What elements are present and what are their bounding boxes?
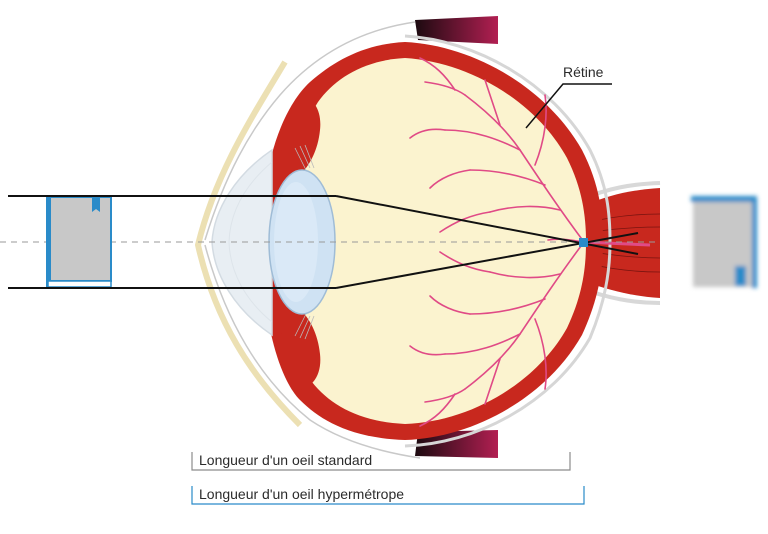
focal-point <box>579 238 588 247</box>
book-object-icon <box>46 196 112 288</box>
zonule-fibers <box>294 144 315 340</box>
eyelid-skin <box>194 60 303 428</box>
upper-eyelash <box>415 16 498 44</box>
length-standard-bracket <box>191 452 571 471</box>
ciliary-body-lower <box>264 277 321 390</box>
vitreous-body <box>300 58 586 424</box>
retina-leader-line <box>525 83 612 129</box>
ciliary-body-upper <box>264 95 321 207</box>
retina-label: Rétine <box>563 64 604 80</box>
length-hyperopic-bracket <box>191 486 585 505</box>
inverted-image-icon <box>691 196 757 288</box>
retinal-vessels <box>409 57 585 427</box>
lens-highlight <box>274 182 318 302</box>
hyperopic-eye-length-label: Longueur d'un oeil hypermétrope <box>199 486 405 502</box>
lower-eyelash <box>415 430 498 458</box>
standard-eye-length-label: Longueur d'un oeil standard <box>199 452 373 468</box>
upper-eyelid <box>204 21 416 241</box>
anterior-chamber <box>228 161 273 323</box>
lower-eyelid <box>204 244 421 459</box>
